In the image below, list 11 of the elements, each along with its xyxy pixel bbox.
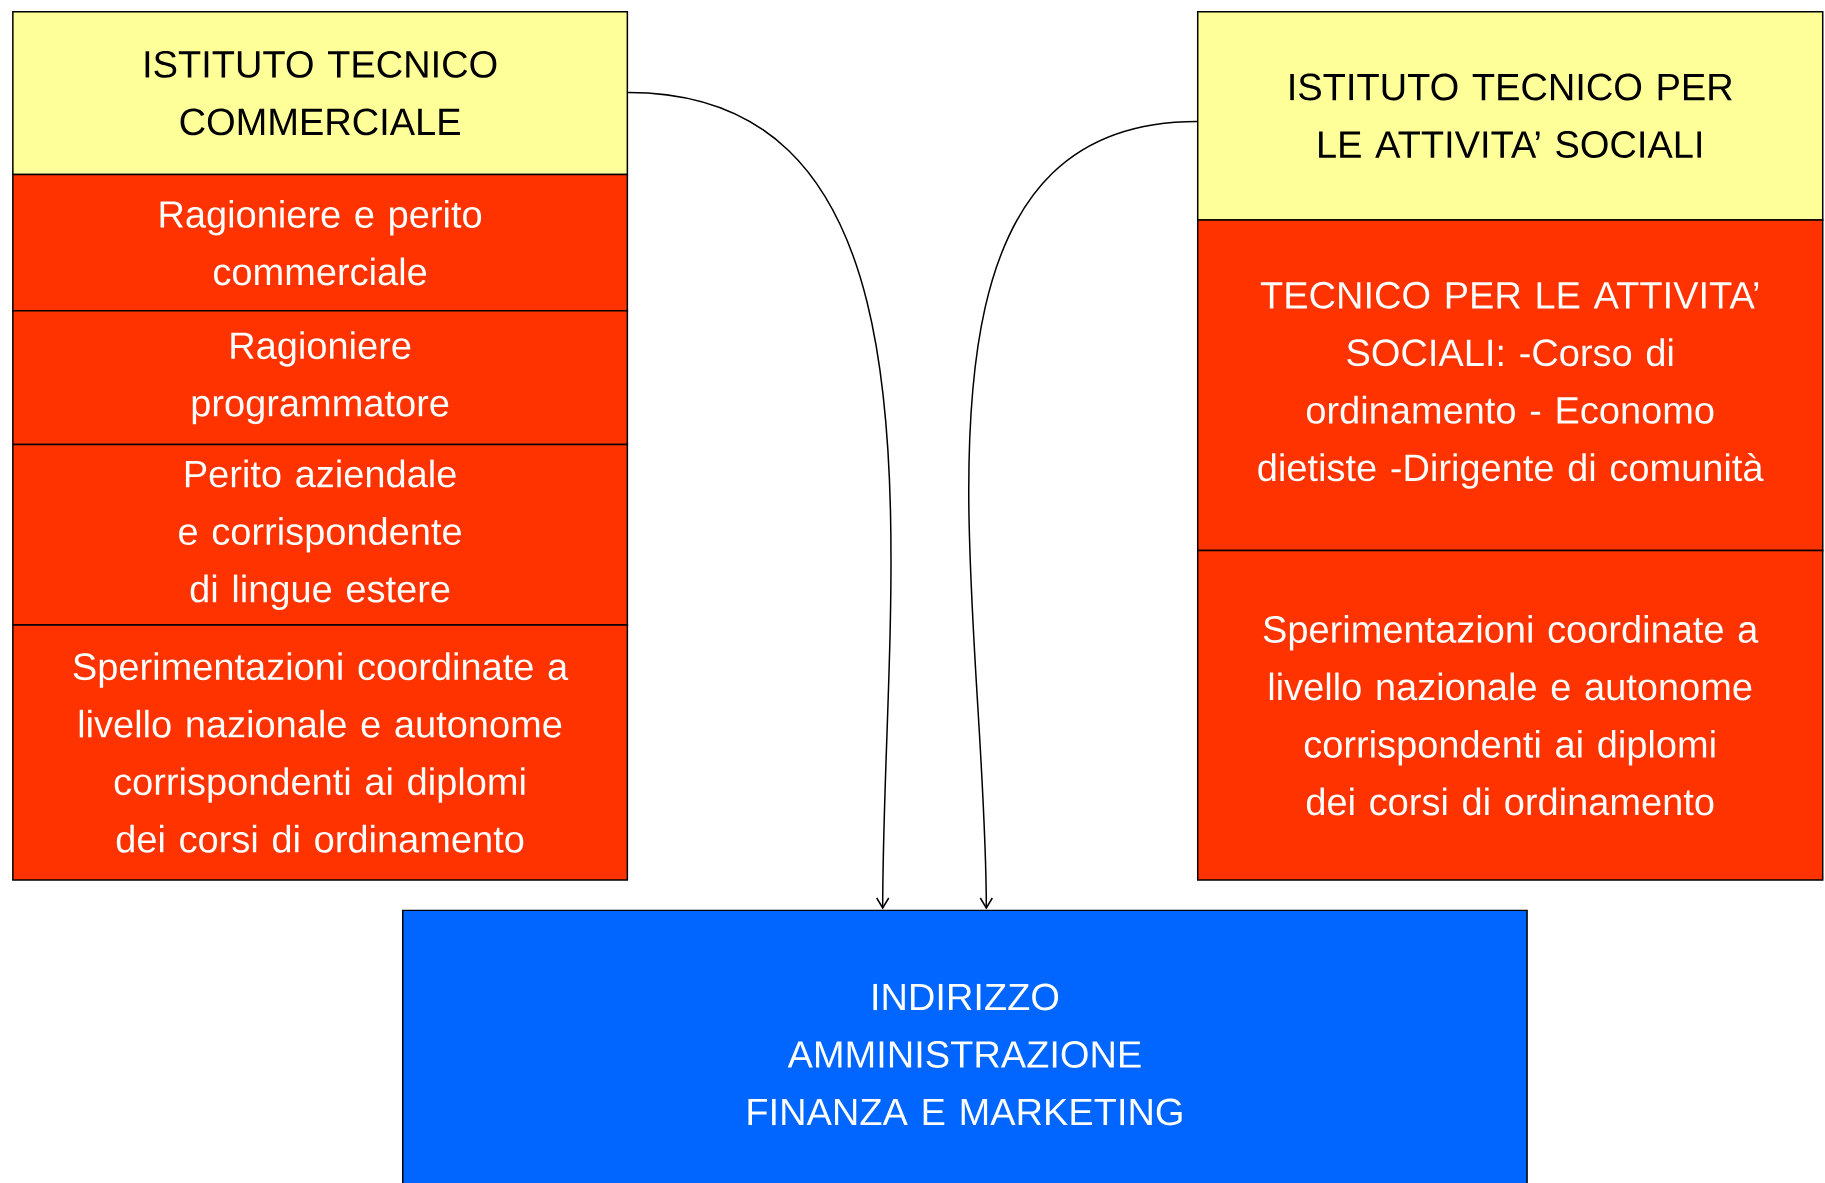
- course-box: Sperimentazioni coordinate a livello nazionale e autonome corrispondenti ai diplomi dei corsi di ordinamento: [1196, 549, 1824, 881]
- arrow: [968, 120, 1198, 910]
- course-box: TECNICO PER LE ATTIVITA’ SOCIALI: -Corso di ordinamento - Economo dietiste -Dirigente di comunità: [1196, 219, 1824, 552]
- course-box: Perito aziendale e corrispondente di lingue estere: [12, 443, 629, 626]
- course-box: Ragioniere e perito commerciale: [12, 173, 629, 312]
- header-box: ISTITUTO TECNICO PER LE ATTIVITA’ SOCIALI: [1196, 10, 1824, 221]
- course-box: Ragioniere programmatore: [12, 310, 629, 446]
- header-box: ISTITUTO TECNICO COMMERCIALE: [12, 10, 629, 176]
- target-box: INDIRIZZO AMMINISTRAZIONE FINANZA E MARKETING: [402, 909, 1528, 1183]
- arrow: [627, 91, 892, 910]
- course-box: Sperimentazioni coordinate a livello nazionale e autonome corrispondenti ai diplomi dei corsi di ordinamento: [12, 624, 629, 881]
